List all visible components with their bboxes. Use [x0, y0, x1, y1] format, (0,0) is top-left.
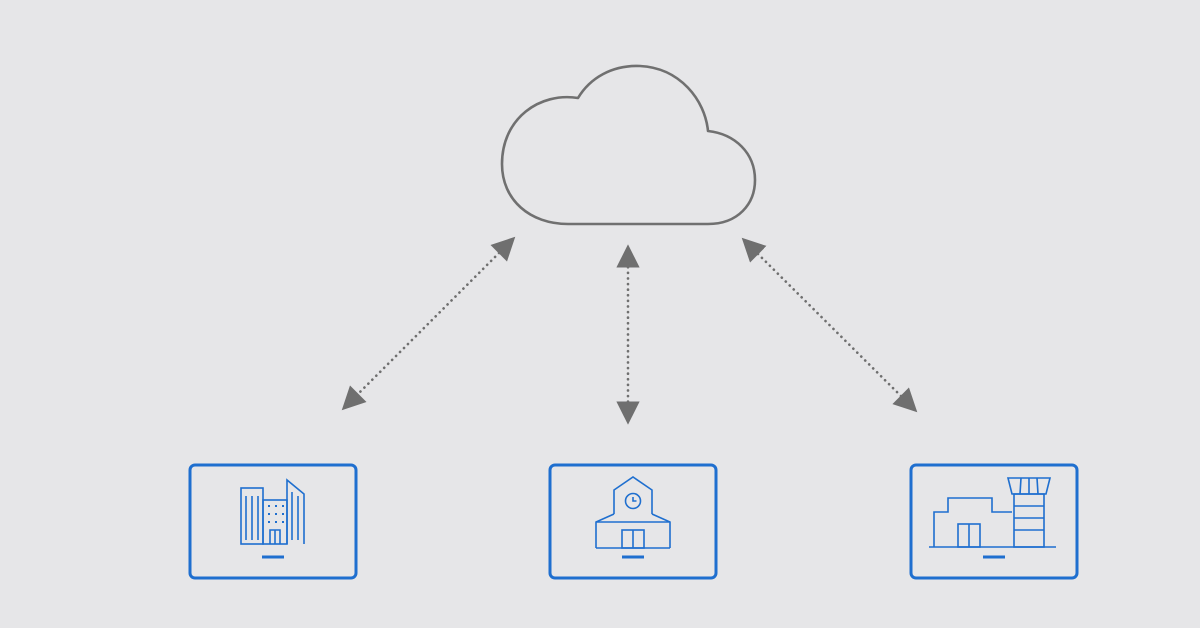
node-box-office	[188, 463, 358, 580]
airport-tower-icon	[929, 477, 1056, 548]
school-building-icon	[595, 476, 671, 549]
node-box-school	[548, 463, 718, 580]
office-buildings-icon	[240, 478, 305, 545]
cloud-icon	[500, 64, 757, 226]
connector-left	[341, 236, 516, 411]
node-box-airport	[909, 463, 1079, 580]
connector-right	[741, 237, 918, 413]
